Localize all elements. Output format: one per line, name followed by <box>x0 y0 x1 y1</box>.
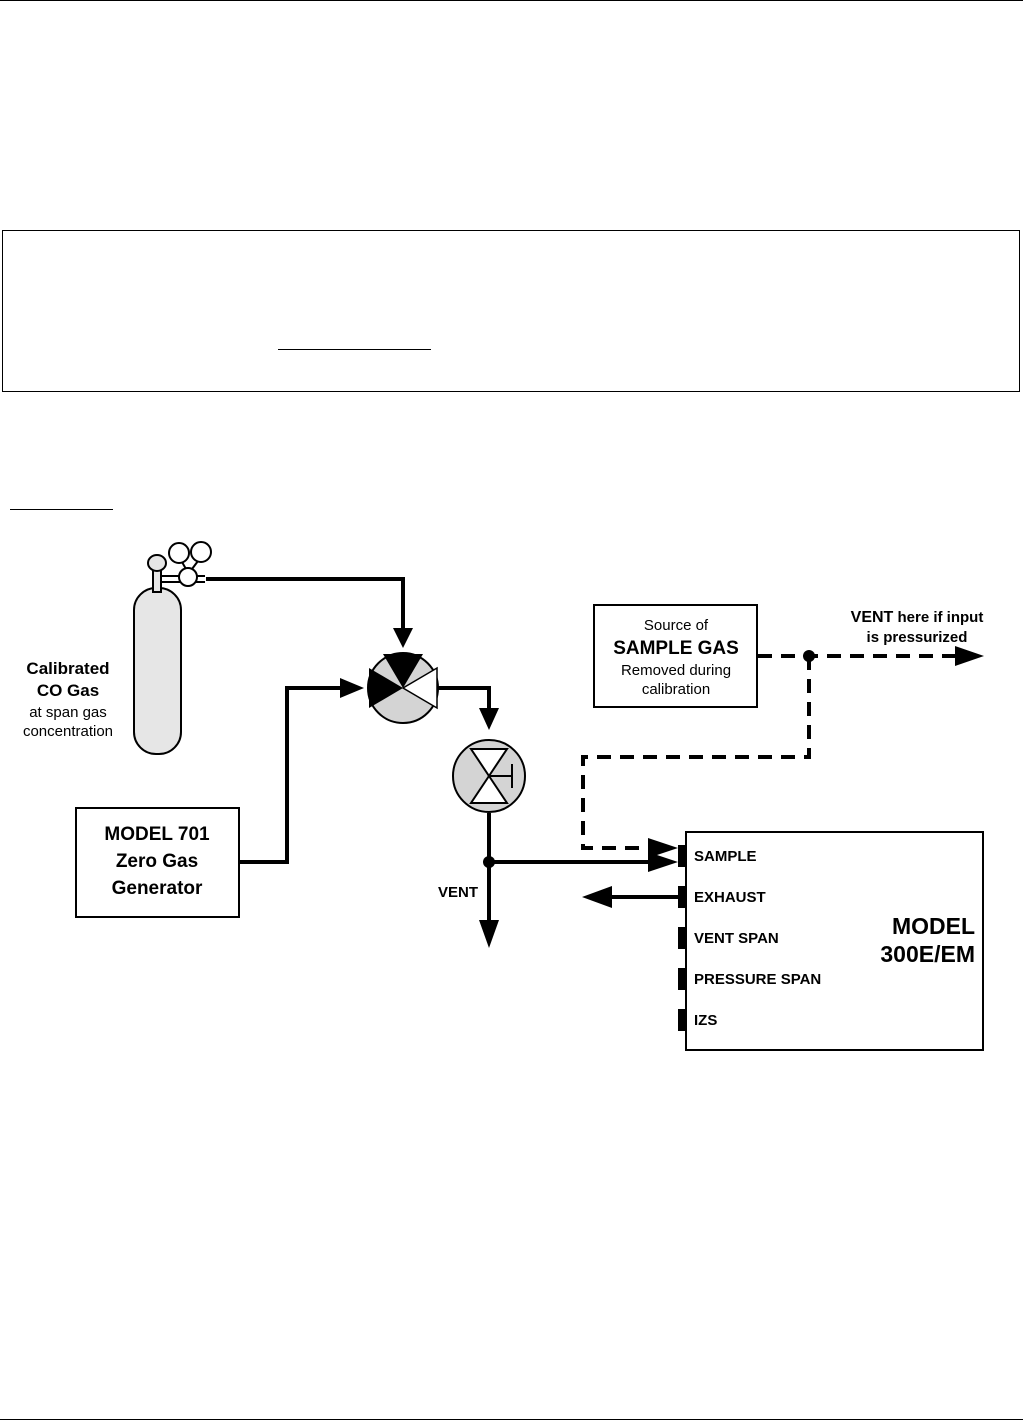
flow-arrows <box>340 628 984 948</box>
arrow-right-icon <box>955 646 984 666</box>
port-label-pressure-span: PRESSURE SPAN <box>694 971 821 988</box>
arrow-right-icon <box>340 678 364 698</box>
valve-line <box>437 686 491 712</box>
span-gas-line <box>206 577 405 632</box>
port-label-vent-span: VENT SPAN <box>694 930 779 947</box>
arrow-down-icon <box>479 708 499 730</box>
analyzer-model-line2: 300E/EM <box>880 941 975 967</box>
cylinder-label-line3: at span gas <box>29 704 107 721</box>
sample-gas-source-box <box>593 604 758 708</box>
cylinder-body <box>133 587 182 755</box>
sample-source-line4: calibration <box>642 681 710 698</box>
pressure-gauge-icon <box>168 542 190 564</box>
generator-line3: Generator <box>112 878 203 899</box>
figure-caption-underline <box>10 509 113 510</box>
regulator-body <box>178 567 198 587</box>
exhaust-port <box>678 886 687 908</box>
analyzer-model-line1: MODEL <box>892 913 975 939</box>
needle-valve-icon <box>452 739 526 813</box>
tee-junction-dot <box>803 650 815 662</box>
generator-line2: Zero Gas <box>116 851 198 872</box>
arrow-left-icon <box>582 886 612 908</box>
gas-lines <box>206 577 680 920</box>
note-box <box>2 230 1020 392</box>
vent-label: VENT <box>438 884 478 901</box>
arrow-right-icon <box>648 852 678 872</box>
three-way-valve-icon <box>367 652 439 724</box>
sample-port <box>678 845 687 867</box>
cylinder-knob <box>147 554 167 572</box>
note-underline <box>278 349 431 350</box>
arrow-right-icon <box>648 838 678 858</box>
footer-rule <box>0 1419 1023 1420</box>
pressure-span-port <box>678 968 687 990</box>
port-label-exhaust: EXHAUST <box>694 889 766 906</box>
sample-source-line3: Removed during <box>621 662 731 679</box>
vent-note-line2: is pressurized <box>867 629 968 646</box>
gas-cylinder-icon <box>133 541 212 755</box>
cylinder-label-line2: CO Gas <box>37 681 99 700</box>
cylinder-label-line4: concentration <box>23 723 113 740</box>
vent-note-line1: VENT here if input <box>851 609 984 626</box>
arrow-down-icon <box>393 628 413 648</box>
sample-source-line2: SAMPLE GAS <box>613 638 739 659</box>
tee-junction-dot <box>483 856 495 868</box>
cylinder-label-line1: Calibrated <box>26 659 109 678</box>
zero-gas-line <box>240 686 344 864</box>
port-label-izs: IZS <box>694 1012 717 1029</box>
port-label-sample: SAMPLE <box>694 848 757 865</box>
pressure-gauge-icon <box>190 541 212 563</box>
header-rule <box>0 0 1023 1</box>
sample-source-line1: Source of <box>644 617 709 634</box>
generator-line1: MODEL 701 <box>104 824 210 845</box>
arrow-down-icon <box>479 920 499 948</box>
analyzer-port-blocks <box>678 845 687 1031</box>
zero-gas-generator-box <box>75 807 240 918</box>
vent-span-port <box>678 927 687 949</box>
sample-gas-dashed-lines <box>581 654 955 850</box>
sample-dashed-line <box>581 656 811 850</box>
izs-port <box>678 1009 687 1031</box>
